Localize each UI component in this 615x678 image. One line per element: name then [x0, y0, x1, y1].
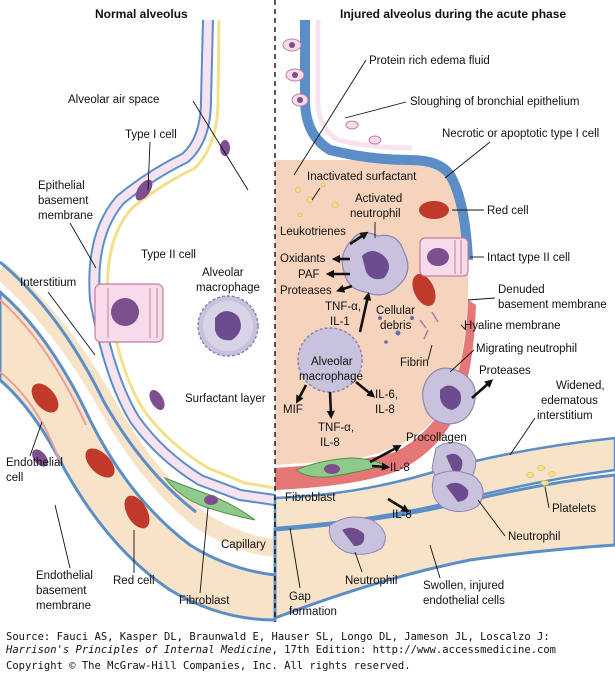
label-inactivated-surfactant: Inactivated surfactant	[307, 171, 417, 183]
label-procollagen: Procollagen	[406, 432, 467, 444]
label-interstitium: Interstitium	[20, 277, 76, 289]
label-intact-type2: Intact type II cell	[487, 252, 570, 264]
normal-surfactant-layer	[106, 19, 276, 490]
label-fibroblast-left: Fibroblast	[179, 595, 230, 607]
label-capillary: Capillary	[221, 539, 266, 551]
label-endothelial-bm-1: Endothelial	[36, 570, 93, 582]
label-sloughing: Sloughing of bronchial epithelium	[410, 96, 579, 108]
label-fibroblast-right: Fibroblast	[285, 492, 336, 504]
label-red-cell-right: Red cell	[487, 205, 529, 217]
label-necrotic: Necrotic or apoptotic type I cell	[442, 128, 599, 140]
label-widened-3: interstitium	[537, 410, 593, 422]
label-migrating-neutrophil: Migrating neutrophil	[476, 343, 577, 355]
label-alveolar-macrophage-2: macrophage	[196, 282, 260, 294]
label-cellular-debris-2: debris	[380, 320, 412, 332]
label-neutrophil-a: Neutrophil	[508, 531, 560, 543]
label-alveolar-air-space: Alveolar air space	[68, 94, 159, 106]
capillary-neutrophils	[328, 442, 484, 555]
label-epithelial-bm-1: Epithelial	[38, 180, 85, 192]
label-endothelial-cell-2: cell	[6, 472, 23, 484]
label-widened-2: edematous	[541, 395, 598, 407]
normal-alveolar-macrophage	[197, 295, 259, 357]
label-oxidants: Oxidants	[280, 253, 326, 265]
hyaline-membrane	[275, 300, 476, 490]
migrating-neutrophil	[422, 367, 476, 425]
header-normal: Normal alveolus	[95, 7, 188, 21]
label-tnf-il1-2: IL-1	[330, 316, 350, 328]
type2-cell	[94, 283, 164, 343]
label-fibrin: Fibrin	[400, 357, 429, 369]
inactivated-surfactant-dots	[295, 182, 339, 218]
label-type1-cell: Type I cell	[125, 129, 177, 141]
header-injured: Injured alveolus during the acute phase	[340, 7, 566, 21]
footer-book: Harrison's Principles of Internal Medici…	[6, 644, 556, 656]
platelets	[525, 465, 556, 486]
label-cellular-debris-1: Cellular	[376, 305, 415, 317]
activated-neutrophil	[341, 232, 409, 296]
label-alveolar-macrophage-1: Alveolar	[202, 267, 244, 279]
label-swollen-2: endothelial cells	[423, 595, 505, 607]
normal-fibroblast	[163, 476, 256, 521]
label-denuded-bm-1: Denuded	[498, 284, 545, 296]
label-proteases: Proteases	[280, 285, 332, 297]
label-neutrophil-b: Neutrophil	[345, 575, 397, 587]
label-il8-b: IL-8	[392, 509, 412, 521]
sloughed-cells	[282, 38, 382, 145]
label-epithelial-bm-2: basement	[38, 195, 89, 207]
label-endothelial-bm-3: membrane	[36, 600, 91, 612]
label-tnf-il1-1: TNF-α,	[325, 301, 361, 313]
label-endothelial-bm-2: basement	[36, 585, 87, 597]
footer-source: Source: Fauci AS, Kasper DL, Braunwald E…	[6, 631, 550, 643]
injured-red-cell	[419, 201, 449, 219]
label-widened-1: Widened,	[556, 380, 605, 392]
footer-copyright: Copyright © The McGraw-Hill Companies, I…	[6, 660, 411, 672]
label-type2-cell: Type II cell	[141, 249, 196, 261]
injured-alveolus	[273, 20, 615, 621]
normal-red-cells	[31, 383, 150, 529]
intact-type2-cell	[419, 237, 469, 277]
label-gap-formation-1: Gap	[289, 591, 311, 603]
normal-alveolus	[0, 19, 277, 622]
label-platelets: Platelets	[552, 503, 596, 515]
label-proteases-2: Proteases	[479, 365, 531, 377]
label-gap-formation-2: formation	[289, 606, 337, 618]
cellular-debris	[378, 311, 439, 344]
label-activated-neutrophil-1: Activated	[355, 193, 402, 205]
label-leukotrienes: Leukotrienes	[280, 226, 346, 238]
label-tnf-il8-1: TNF-α,	[318, 422, 354, 434]
label-hyaline: Hyaline membrane	[464, 320, 561, 332]
label-mif: MIF	[283, 404, 303, 416]
label-epithelial-bm-3: membrane	[38, 210, 93, 222]
label-red-cell-left: Red cell	[113, 575, 155, 587]
label-endothelial-cell-1: Endothelial	[6, 457, 63, 469]
label-paf: PAF	[298, 269, 320, 281]
label-il6-il8-2: IL-8	[375, 404, 395, 416]
label-denuded-bm-2: basement membrane	[498, 299, 607, 311]
label-surfactant-layer: Surfactant layer	[185, 393, 266, 405]
label-tnf-il8-2: IL-8	[320, 437, 340, 449]
label-il8-a: IL-8	[390, 462, 410, 474]
label-injured-macrophage-1: Alveolar	[311, 356, 353, 368]
label-activated-neutrophil-2: neutrophil	[350, 208, 401, 220]
label-swollen-1: Swollen, injured	[423, 580, 504, 592]
label-protein-edema: Protein rich edema fluid	[369, 55, 490, 67]
label-injured-macrophage-2: macrophage	[299, 371, 363, 383]
label-il6-il8-1: IL-6,	[375, 389, 398, 401]
